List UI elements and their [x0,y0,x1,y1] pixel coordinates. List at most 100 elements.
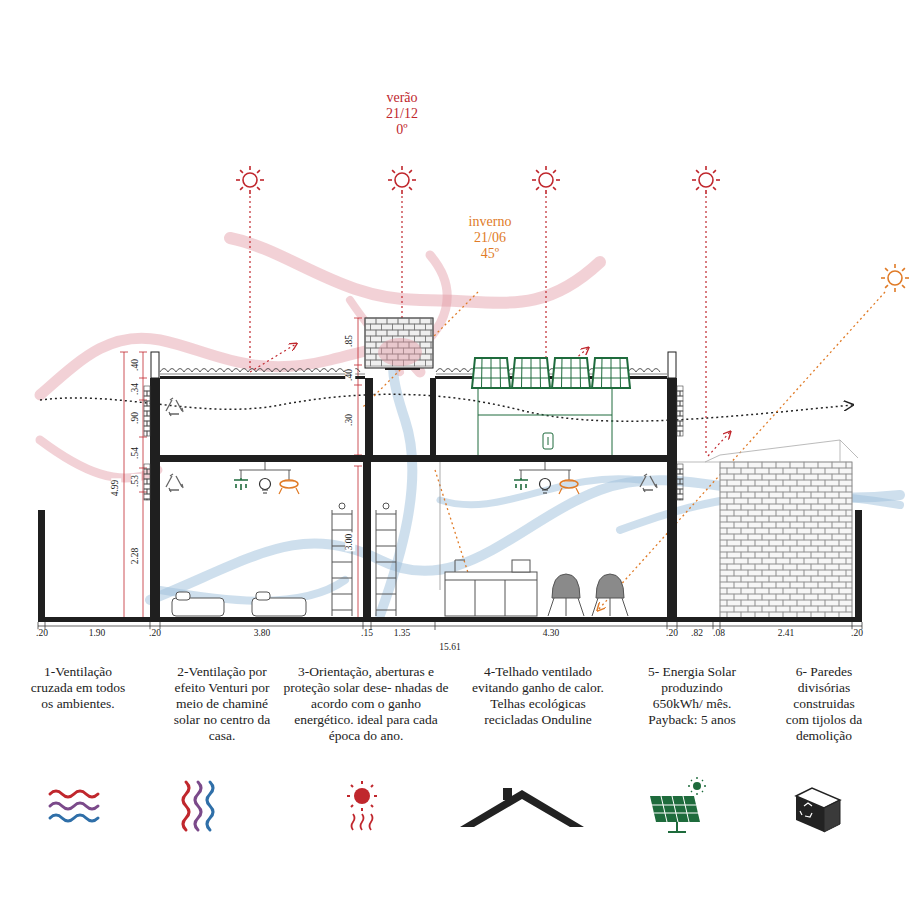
brick [811,600,825,606]
brick [734,462,748,468]
brick [720,528,727,534]
brick [783,516,797,522]
shelf-ladder [332,510,352,616]
brick [365,348,371,354]
brick [748,582,762,588]
brick [748,606,762,612]
fixture-group [514,478,528,490]
brick [755,504,769,510]
structure [150,378,160,620]
brick [748,534,762,540]
sun-icon [902,268,905,271]
sun-angle-label: 21/12 [386,106,418,122]
fixture-group [540,479,551,490]
panel-supports [478,388,612,455]
brick [409,318,420,324]
brick [776,510,790,516]
brick [734,534,748,540]
sun-icon [532,166,560,194]
sun-icon [409,187,412,190]
dimension-label: 3.80 [253,629,272,639]
kitchen [512,560,530,572]
solar-panel [594,358,628,388]
brick [677,499,680,500]
dimension-label: 1.90 [88,629,107,639]
brick [147,431,150,436]
brick [741,576,755,582]
brick [680,489,683,494]
recycled-brick-icon [796,788,840,832]
brick [846,474,852,480]
sun-icon [412,179,416,181]
light-fixtures [234,462,579,494]
brick [790,498,804,504]
brick [147,421,150,426]
brick [832,486,846,492]
brick [734,570,748,576]
strategy-icons [50,777,840,832]
structure [38,617,862,622]
brick [783,468,797,474]
solar-panel-icon [650,777,706,832]
brick [677,489,680,494]
fixture-group [262,490,268,493]
brick [426,324,434,330]
brick [769,588,783,594]
brick [720,510,734,516]
sun-icon [409,170,412,173]
sun-icon [536,170,539,173]
brick [371,324,382,330]
dimension-label: 4.30 [542,629,561,639]
brick [790,582,804,588]
sun-icon [885,268,888,271]
dimension-label: .20 [850,629,864,639]
kitchen [445,580,537,616]
sun-icon [260,179,264,181]
sun-icon [894,288,896,292]
brick [811,492,825,498]
brick-wall [720,462,852,618]
sun-icon [249,166,251,170]
brick [818,534,832,540]
sun-icon [392,170,395,173]
fixture-group [260,479,271,490]
brick [776,498,790,504]
dimension-line-bottom [38,622,862,630]
sun-icon [553,170,556,173]
brick [818,498,832,504]
brick [144,484,150,489]
sun-icon [536,187,539,190]
brick [144,406,150,411]
onduline-roof-tiles [436,374,667,375]
dimension-label: .08 [712,629,726,639]
sun-icon [545,166,547,170]
chimney-heat-glow [378,338,422,366]
brick [790,570,804,576]
brick [734,474,748,480]
brick [846,522,852,528]
sun-angle-label: 21/06 [474,230,506,246]
cross-ventilation-icon [50,803,98,809]
onduline-roof-tiles [160,374,365,375]
brick [147,411,150,416]
sun-icon [699,173,713,187]
brick [839,600,852,606]
dimension-line-bottom [38,622,862,630]
brick [804,534,818,540]
brick [727,492,741,498]
brick [783,576,797,582]
chairs [592,598,628,616]
shelf-ladder [376,510,396,616]
roof-icon [460,790,584,827]
brick [818,474,832,480]
dimension-lines [139,352,147,618]
brick [818,522,832,528]
dimension-label: 2.41 [777,629,796,639]
structure [363,462,371,618]
fixture-group [239,462,291,480]
brick [755,492,769,498]
beds [252,598,306,616]
brick [776,474,790,480]
brick [720,570,734,576]
